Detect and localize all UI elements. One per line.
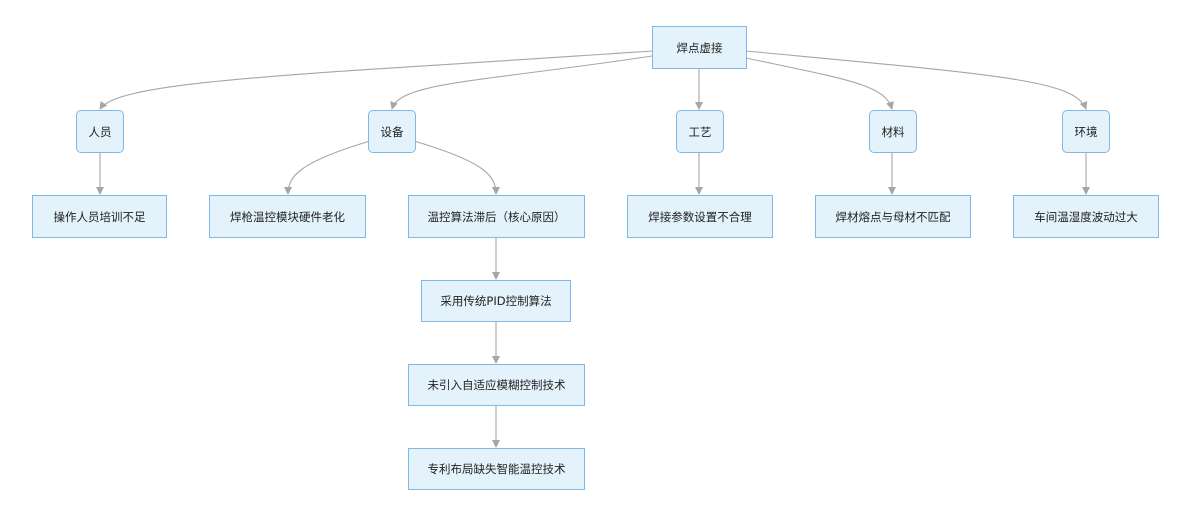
category-node-equipment: 设备: [368, 110, 416, 153]
edge-root-to-environment: [745, 50, 1088, 110]
cause-node-personnel-training: 操作人员培训不足: [32, 195, 167, 238]
cause-node-algorithm-lag: 温控算法滞后（核心原因）: [408, 195, 585, 238]
chain-node-pid: 采用传统PID控制算法: [421, 280, 571, 322]
category-node-material: 材料: [869, 110, 917, 153]
chain-node-fuzzy: 未引入自适应模糊控制技术: [408, 364, 585, 406]
edge-equipment-to-algorithm: [413, 140, 500, 195]
category-node-process: 工艺: [676, 110, 724, 153]
category-node-personnel: 人员: [76, 110, 124, 153]
edge-root-to-material: [745, 57, 894, 110]
edge-root-to-equipment: [390, 55, 653, 110]
edge-root-to-personnel: [99, 50, 653, 110]
edge-equipment-to-torch: [284, 140, 371, 195]
cause-node-temp-humidity: 车间温湿度波动过大: [1013, 195, 1159, 238]
cause-node-process-params: 焊接参数设置不合理: [627, 195, 773, 238]
root-node-weld-defect: 焊点虚接: [652, 26, 747, 69]
cause-node-torch-aging: 焊枪温控模块硬件老化: [209, 195, 366, 238]
chain-node-patent: 专利布局缺失智能温控技术: [408, 448, 585, 490]
cause-node-melting-point: 焊材熔点与母材不匹配: [815, 195, 971, 238]
category-node-environment: 环境: [1062, 110, 1110, 153]
